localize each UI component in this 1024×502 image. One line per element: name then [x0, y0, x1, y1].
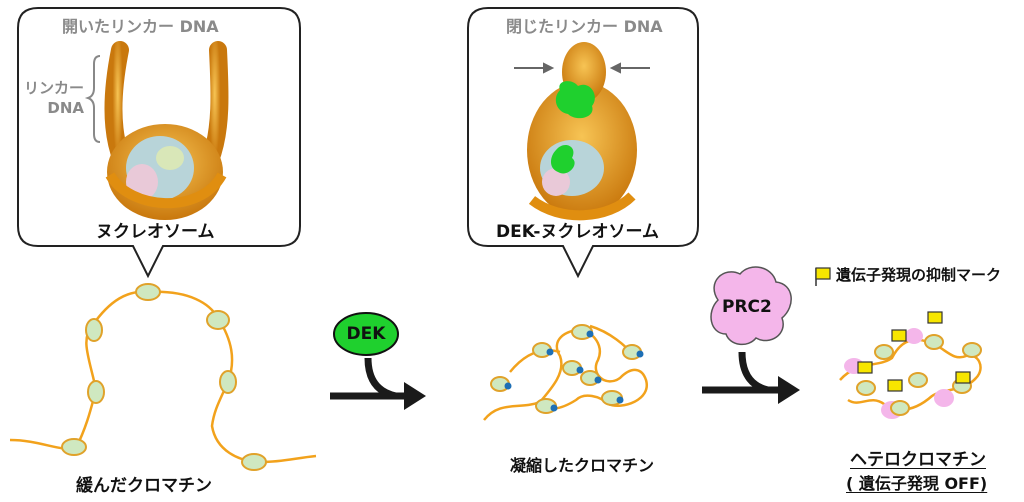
prc2-factor-shape [710, 266, 792, 346]
arrow-dek [330, 357, 406, 400]
closed-panel-title: 閉じたリンカー DNA [506, 17, 663, 36]
repressive-mark-flags [857, 311, 971, 392]
dek-markers [504, 330, 644, 412]
hetero-nucleosomes [856, 334, 982, 416]
arrow-prc2-head [778, 376, 800, 404]
dek-nucleosome-model [527, 42, 637, 221]
open-panel-title: 開いたリンカー DNA [62, 17, 219, 36]
gene-expression-off-label: ( 遺伝子発現 OFF) [846, 474, 988, 493]
dek-factor-pill [333, 312, 399, 356]
prc2-label: PRC2 [722, 297, 772, 317]
linker-dna-label: リンカー DNA [24, 78, 84, 118]
compression-arrows [514, 62, 650, 74]
dek-label: DEK [346, 324, 386, 344]
dek-nucleosome-caption: DEK-ヌクレオソーム [496, 222, 659, 242]
arrow-dek-head [404, 382, 426, 410]
relaxed-chromatin-fiber [9, 290, 317, 464]
relaxed-nucleosomes [61, 283, 267, 471]
condensed-chromatin-label: 凝縮したクロマチン [510, 456, 655, 475]
linker-bracket [84, 55, 101, 143]
heterochromatin-label: ヘテロクロマチン [850, 450, 986, 470]
linker-label-line1: リンカー [24, 79, 85, 97]
legend-flag-icon [815, 267, 831, 286]
legend-mark-label: 遺伝子発現の抑制マーク [836, 266, 1002, 284]
open-nucleosome-model [104, 41, 229, 220]
nucleosome-caption: ヌクレオソーム [96, 222, 215, 242]
arrow-prc2 [702, 351, 780, 394]
relaxed-chromatin-label: 緩んだクロマチン [76, 476, 212, 496]
linker-label-line2: DNA [47, 99, 85, 117]
